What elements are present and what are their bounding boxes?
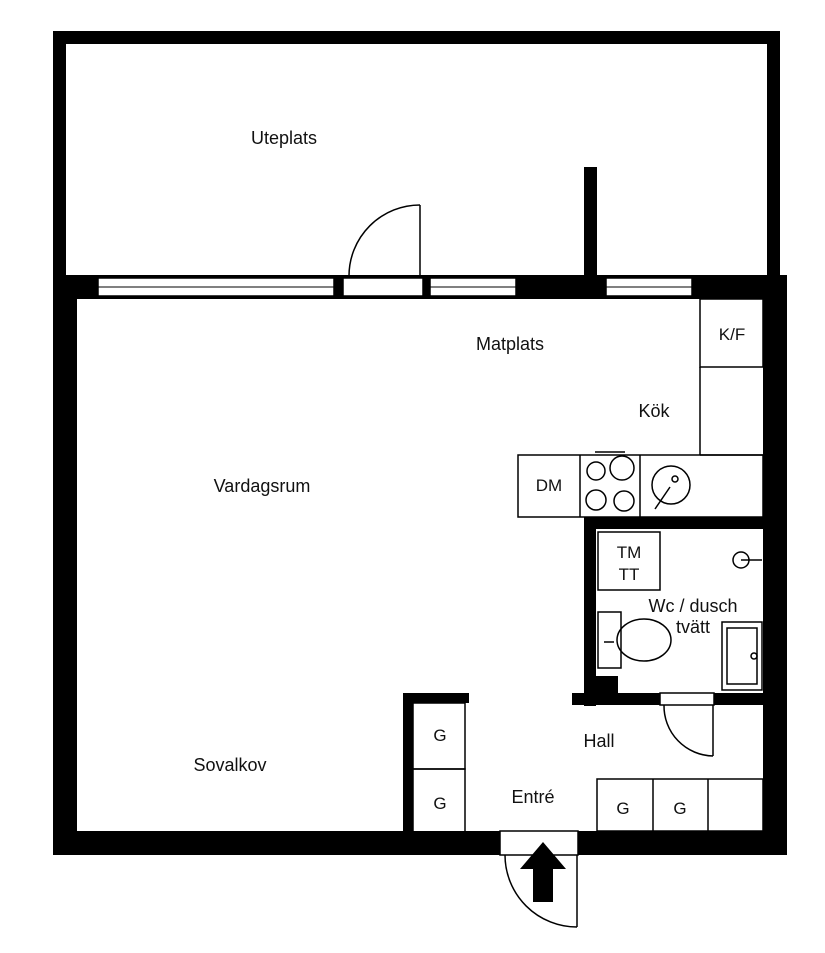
terrace-door <box>348 204 421 277</box>
room-label-vardagsrum: Vardagsrum <box>214 476 311 496</box>
fixture-label-kf: K/F <box>719 325 745 344</box>
wardrobe-label-1: G <box>433 726 446 745</box>
bathroom-walls <box>572 517 763 706</box>
fixture-label-dm: DM <box>536 476 562 495</box>
fixture-label-tt: TT <box>619 565 640 584</box>
room-label-wc-line1: Wc / dusch <box>648 596 737 616</box>
wardrobe-label-4: G <box>673 799 686 818</box>
wardrobe-wall <box>403 693 469 833</box>
room-label-matplats: Matplats <box>476 334 544 354</box>
entrance-arrow-icon <box>520 842 566 902</box>
terrace-wall <box>53 31 780 278</box>
wardrobes <box>412 702 764 834</box>
room-label-entre: Entré <box>511 787 554 807</box>
room-label-kok: Kök <box>638 401 670 421</box>
bathroom-fixtures <box>597 531 763 691</box>
wardrobe-label-2: G <box>433 794 446 813</box>
fixture-label-tm: TM <box>617 543 642 562</box>
room-label-sovalkov: Sovalkov <box>193 755 266 775</box>
room-label-hall: Hall <box>583 731 614 751</box>
exterior-walls <box>53 275 787 855</box>
room-label-uteplats: Uteplats <box>251 128 317 148</box>
room-label-wc-line2: tvätt <box>676 617 710 637</box>
wardrobe-label-3: G <box>616 799 629 818</box>
bathroom-door <box>659 692 715 757</box>
entrance-door <box>504 854 578 928</box>
bathroom-inner-corner <box>596 676 618 693</box>
